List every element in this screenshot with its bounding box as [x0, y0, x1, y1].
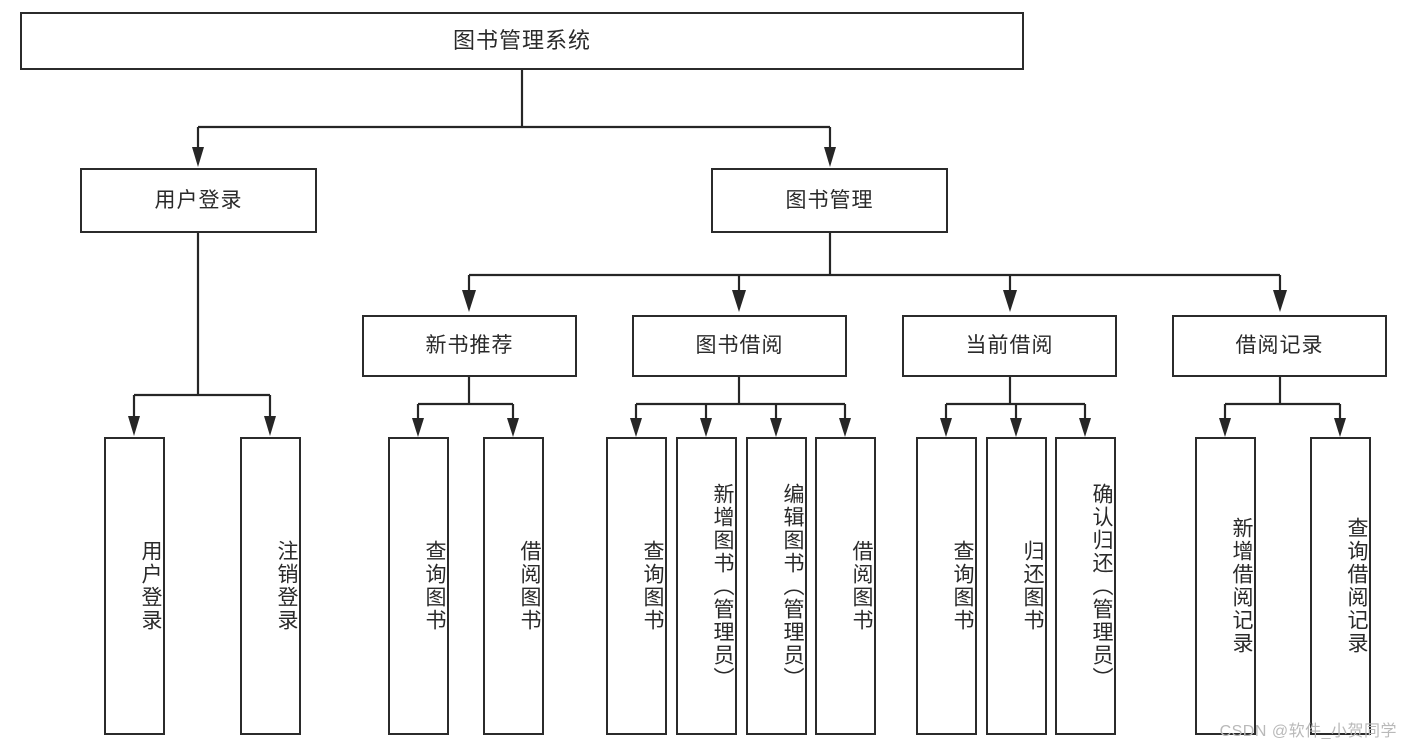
node-book-manage[interactable]: 图书管理: [711, 168, 948, 233]
node-label: 新增借阅记录: [1230, 517, 1253, 655]
node-label: 新书推荐: [425, 334, 514, 358]
node-borrow-record[interactable]: 借阅记录: [1172, 315, 1387, 377]
arrow-bm-currentborrow: [1003, 290, 1017, 312]
node-leaf-query-book-1[interactable]: 查询图书: [388, 437, 449, 735]
arrow-userlogin-leaf1: [128, 416, 140, 436]
arrow-bm-bookborrow: [732, 290, 746, 312]
arrow-root-to-user-login: [192, 147, 204, 167]
arrow-root-to-book-manage: [824, 147, 836, 167]
node-new-book-recommend[interactable]: 新书推荐: [362, 315, 577, 377]
node-label: 借阅图书: [850, 540, 873, 632]
arrow-nb-leaf1: [412, 418, 424, 437]
node-root-book-management-system[interactable]: 图书管理系统: [20, 12, 1024, 70]
arrow-cb-leaf1: [940, 418, 952, 437]
node-leaf-return-book[interactable]: 归还图书: [986, 437, 1047, 735]
arrow-nb-leaf2: [507, 418, 519, 437]
node-leaf-logout[interactable]: 注销登录: [240, 437, 301, 735]
arrow-br-leaf1: [1219, 418, 1231, 437]
node-label: 借阅记录: [1235, 334, 1324, 358]
node-leaf-query-record[interactable]: 查询借阅记录: [1310, 437, 1371, 735]
node-leaf-edit-book[interactable]: 编辑图书（管理员）: [746, 437, 807, 735]
arrow-bm-newbook: [462, 290, 476, 312]
node-leaf-borrow-book-2[interactable]: 借阅图书: [815, 437, 876, 735]
arrow-br-leaf2: [1334, 418, 1346, 437]
node-label: 当前借阅: [965, 334, 1054, 358]
csdn-watermark: CSDN @软件_小贺同学: [1219, 723, 1397, 740]
node-book-borrow[interactable]: 图书借阅: [632, 315, 847, 377]
node-leaf-borrow-book-1[interactable]: 借阅图书: [483, 437, 544, 735]
arrow-bb-leaf3: [770, 418, 782, 437]
node-label: 图书管理系统: [452, 27, 591, 53]
node-user-login[interactable]: 用户登录: [80, 168, 317, 233]
node-leaf-query-book-2[interactable]: 查询图书: [606, 437, 667, 735]
node-label: 借阅图书: [518, 540, 541, 632]
node-label: 注销登录: [275, 540, 298, 632]
arrow-bb-leaf1: [630, 418, 642, 437]
node-label: 用户登录: [139, 540, 162, 632]
node-leaf-add-book[interactable]: 新增图书（管理员）: [676, 437, 737, 735]
node-leaf-user-login[interactable]: 用户登录: [104, 437, 165, 735]
node-label: 查询图书: [423, 540, 446, 632]
node-label: 确认归还（管理员）: [1090, 482, 1113, 690]
node-leaf-query-book-3[interactable]: 查询图书: [916, 437, 977, 735]
arrow-bm-borrowrecord: [1273, 290, 1287, 312]
arrow-userlogin-leaf2: [264, 416, 276, 436]
node-label: 新增图书（管理员）: [711, 482, 734, 690]
arrow-cb-leaf2: [1010, 418, 1022, 437]
node-label: 图书管理: [785, 188, 874, 212]
node-label: 编辑图书（管理员）: [781, 482, 804, 690]
node-label: 查询图书: [641, 540, 664, 632]
node-label: 用户登录: [154, 188, 243, 212]
node-current-borrow[interactable]: 当前借阅: [902, 315, 1117, 377]
node-label: 查询图书: [951, 540, 974, 632]
arrow-bb-leaf2: [700, 418, 712, 437]
arrow-bb-leaf4: [839, 418, 851, 437]
node-label: 图书借阅: [695, 334, 784, 358]
arrow-cb-leaf3: [1079, 418, 1091, 437]
node-leaf-confirm-return[interactable]: 确认归还（管理员）: [1055, 437, 1116, 735]
node-leaf-add-record[interactable]: 新增借阅记录: [1195, 437, 1256, 735]
node-label: 查询借阅记录: [1345, 517, 1368, 655]
node-label: 归还图书: [1021, 540, 1044, 632]
